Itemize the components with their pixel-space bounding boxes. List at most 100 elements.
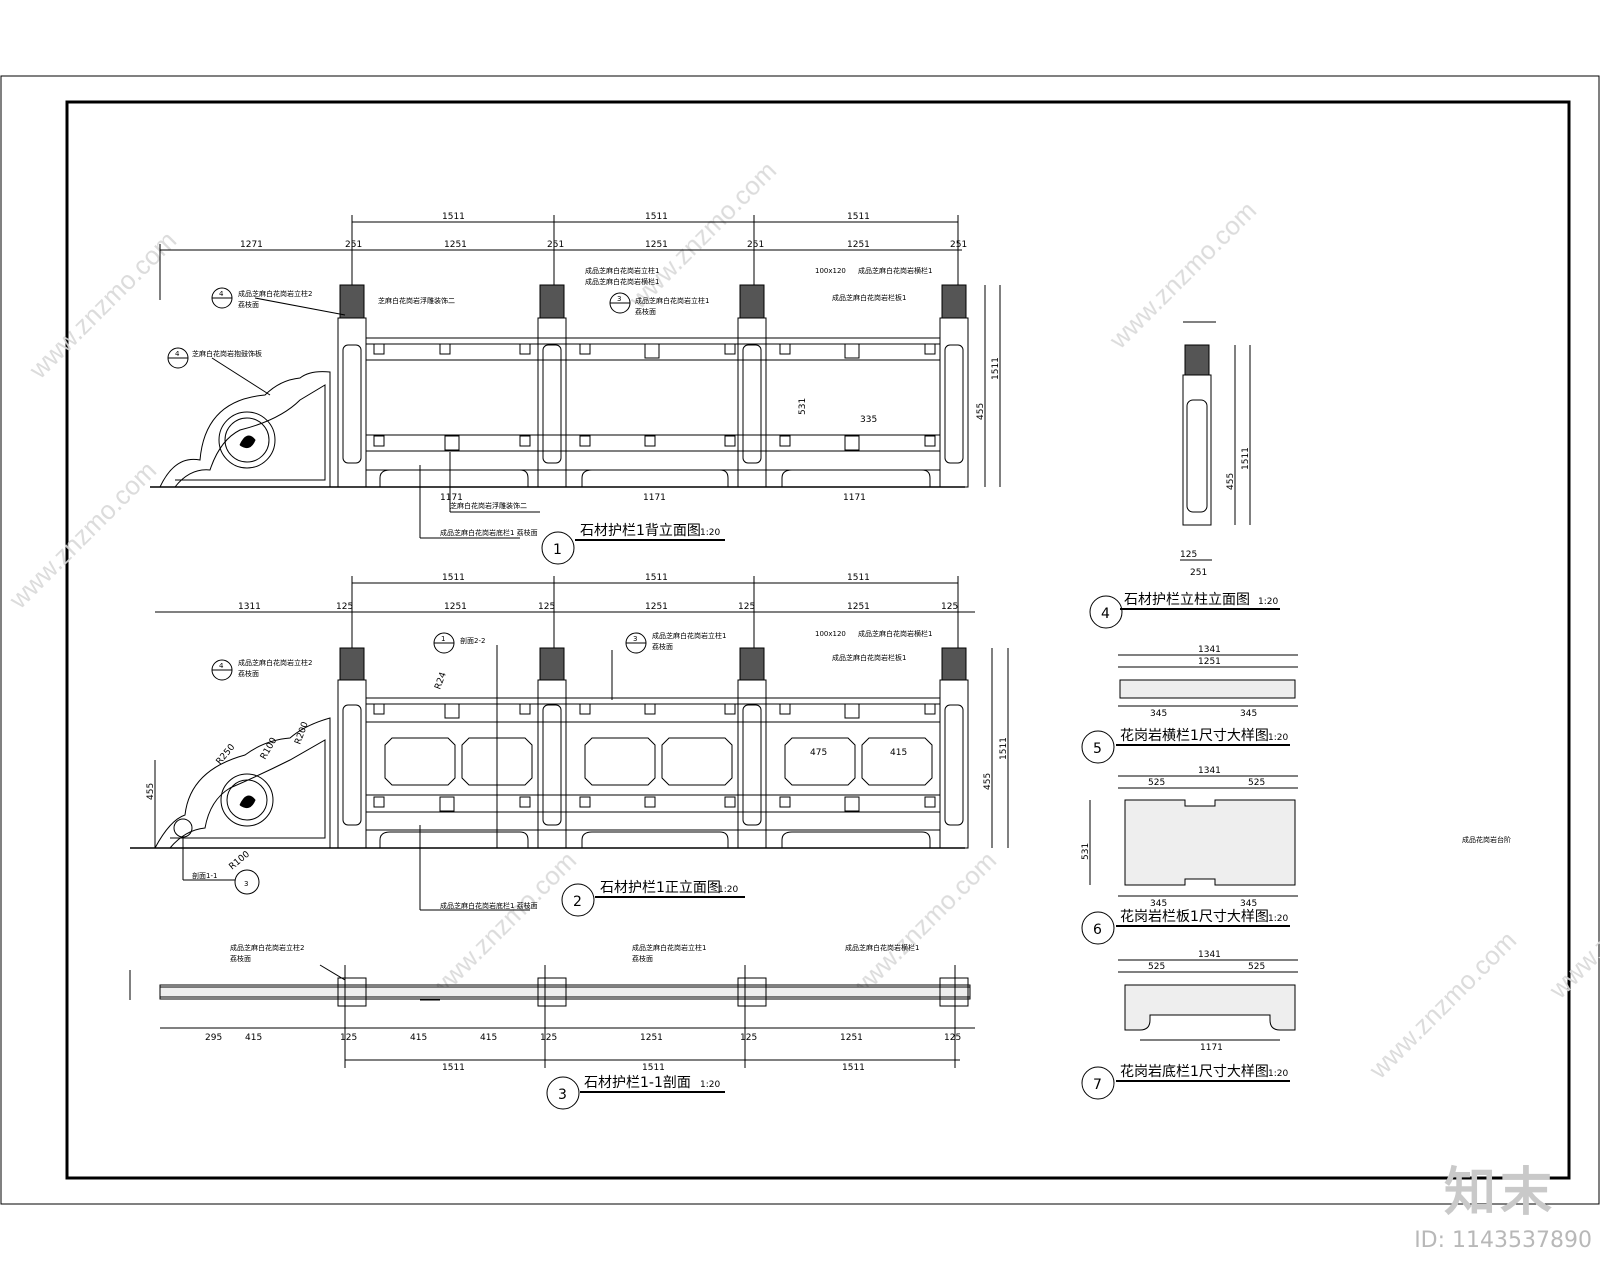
svg-text:1511: 1511 [842,1063,865,1073]
svg-text:1251: 1251 [840,1033,863,1043]
svg-text:1251: 1251 [847,602,870,612]
svg-text:1511: 1511 [847,573,870,583]
svg-text:100x120: 100x120 [815,267,846,275]
view-2-notes: 4 成品芝麻白花岗岩立柱2 荔枝面 1 剖面2-2 3 成品芝麻白花岗岩立柱1 … [192,629,932,910]
svg-text:475: 475 [810,748,827,758]
svg-text:125: 125 [944,1033,961,1043]
svg-text:荔枝面: 荔枝面 [632,954,653,963]
svg-text:R200: R200 [293,720,311,746]
svg-text:R100: R100 [259,736,280,762]
svg-text:成品芝麻白花岗岩横栏1: 成品芝麻白花岗岩横栏1 [845,943,919,952]
svg-text:1:20: 1:20 [700,1080,720,1090]
svg-text:345: 345 [1150,899,1167,909]
watermark-text: www.znzmo.com [422,845,582,1005]
svg-text:荔枝面: 荔枝面 [635,307,656,316]
view-2-dimensions: 1511 1511 1511 1311 125 1251 125 1251 12… [146,573,1009,872]
svg-text:1511: 1511 [991,357,1001,380]
view-6-panel-detail [1089,775,1298,897]
svg-text:芝麻白花岗岩浮雕装饰二: 芝麻白花岗岩浮雕装饰二 [450,501,527,510]
inner-border [65,100,1571,1180]
svg-text:455: 455 [146,783,156,800]
view-7-dimensions: 1341 525 525 1171 [1148,950,1265,1053]
svg-text:1251: 1251 [444,602,467,612]
svg-text:3: 3 [558,1087,567,1103]
svg-text:成品芝麻白花岗岩立柱1: 成品芝麻白花岗岩立柱1 [585,266,659,275]
image-id: ID: 1143537890 [1414,1228,1592,1253]
view-4-title: 4 石材护栏立柱立面图 1:20 [1089,592,1280,629]
svg-text:花岗岩底栏1尺寸大样图: 花岗岩底栏1尺寸大样图 [1120,1064,1269,1080]
svg-text:295: 295 [205,1033,222,1043]
svg-text:1311: 1311 [238,602,261,612]
svg-text:成品芝麻白花岗岩立柱2: 成品芝麻白花岗岩立柱2 [238,289,312,298]
svg-text:1341: 1341 [1198,645,1221,655]
svg-text:1:20: 1:20 [1258,597,1278,607]
svg-text:1171: 1171 [843,493,866,503]
svg-text:成品芝麻白花岗岩栏板1: 成品芝麻白花岗岩栏板1 [832,293,906,302]
svg-text:成品芝麻白花岗岩立柱1: 成品芝麻白花岗岩立柱1 [652,631,726,640]
svg-text:4: 4 [175,350,180,358]
svg-text:125: 125 [740,1033,757,1043]
watermark-text: www.znzmo.com [1542,845,1600,1005]
svg-text:芝麻白花岗岩抱鼓饰板: 芝麻白花岗岩抱鼓饰板 [192,349,262,358]
svg-text:345: 345 [1240,899,1257,909]
svg-text:251: 251 [747,240,764,250]
svg-text:成品芝麻白花岗岩立柱1: 成品芝麻白花岗岩立柱1 [632,943,706,952]
view-1-dimensions: 1511 1511 1511 1271 251 1251 251 1251 25… [240,212,1001,503]
svg-text:石材护栏立柱立面图: 石材护栏立柱立面图 [1124,592,1250,608]
view-5-title: 5 花岗岩横栏1尺寸大样图 1:20 [1081,728,1290,764]
svg-text:525: 525 [1148,778,1165,788]
svg-text:1251: 1251 [847,240,870,250]
svg-text:1511: 1511 [442,212,465,222]
view-7-base-detail [1118,959,1298,1041]
watermark-text: www.znzmo.com [1362,925,1522,1085]
svg-text:石材护栏1背立面图: 石材护栏1背立面图 [580,523,701,539]
svg-text:剖面1-1: 剖面1-1 [192,871,217,880]
svg-text:1251: 1251 [444,240,467,250]
svg-text:251: 251 [950,240,967,250]
svg-text:415: 415 [890,748,907,758]
svg-text:石材护栏1-1剖面: 石材护栏1-1剖面 [584,1075,691,1091]
svg-text:1:20: 1:20 [1268,733,1288,743]
svg-text:345: 345 [1150,709,1167,719]
watermark-text: www.znzmo.com [842,845,1002,1005]
svg-text:4: 4 [219,290,224,298]
svg-text:1251: 1251 [645,240,668,250]
svg-text:125: 125 [336,602,353,612]
svg-text:1511: 1511 [442,573,465,583]
svg-text:125: 125 [340,1033,357,1043]
svg-text:415: 415 [480,1033,497,1043]
view-6-dimensions: 1341 525 525 345 345 531 [1081,766,1265,909]
view-1-notes: 4 成品芝麻白花岗岩立柱2 荔枝面 4 芝麻白花岗岩抱鼓饰板 芝麻白花岗岩浮雕装… [167,266,932,537]
svg-text:125: 125 [738,602,755,612]
view-5-dimensions: 1341 1251 345 345 [1150,645,1257,719]
svg-text:成品芝麻白花岗岩横栏1: 成品芝麻白花岗岩横栏1 [585,277,659,286]
svg-text:1171: 1171 [643,493,666,503]
view-3-dimensions: 295 415 415 415 125 125 125 125 1251 125… [205,1033,961,1073]
svg-text:花岗岩栏板1尺寸大样图: 花岗岩栏板1尺寸大样图 [1120,909,1269,925]
view-2-front-elevation [130,576,1009,911]
svg-text:125: 125 [1180,550,1197,560]
svg-text:R24: R24 [433,671,449,691]
view-4-dimensions: 1511 455 251 125 [1180,447,1251,578]
svg-text:成品芝麻白花岗岩横栏1: 成品芝麻白花岗岩横栏1 [858,629,932,638]
svg-text:荔枝面: 荔枝面 [238,300,259,309]
svg-text:251: 251 [547,240,564,250]
svg-text:5: 5 [1093,741,1102,757]
svg-text:455: 455 [976,403,986,420]
outer-border [0,75,1600,1205]
svg-text:成品芝麻白花岗岩底栏1 荔枝面: 成品芝麻白花岗岩底栏1 荔枝面 [440,901,538,910]
svg-text:1251: 1251 [1198,657,1221,667]
svg-text:1251: 1251 [645,602,668,612]
svg-text:1511: 1511 [642,1063,665,1073]
svg-text:剖面2-2: 剖面2-2 [460,636,485,645]
svg-text:531: 531 [798,398,808,415]
svg-text:525: 525 [1148,962,1165,972]
svg-text:1511: 1511 [645,573,668,583]
view-1-title: 1 石材护栏1背立面图 1:20 [541,523,725,565]
svg-text:4: 4 [219,662,224,670]
svg-text:成品芝麻白花岗岩横栏1: 成品芝麻白花岗岩横栏1 [858,266,932,275]
svg-text:525: 525 [1248,962,1265,972]
svg-text:3: 3 [633,635,637,643]
svg-text:荔枝面: 荔枝面 [652,642,673,651]
svg-text:荔枝面: 荔枝面 [238,669,259,678]
